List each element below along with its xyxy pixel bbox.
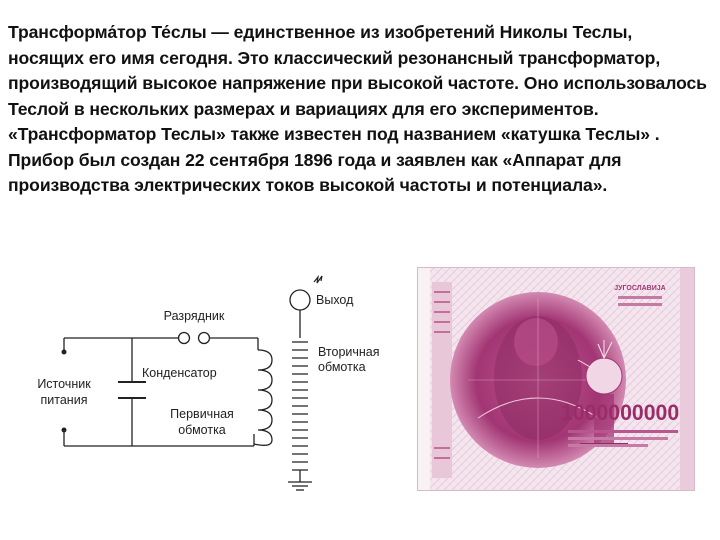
banknote-right-border xyxy=(680,268,694,490)
ground-symbol xyxy=(288,481,312,491)
banknote-denomination: 10000000000 xyxy=(561,400,691,425)
label-output: Выход xyxy=(316,293,354,307)
banknote-portrait xyxy=(450,292,626,468)
circuit-wires xyxy=(64,337,259,447)
banknote-fine-print xyxy=(568,430,678,447)
label-primary-line2: обмотка xyxy=(178,423,226,437)
label-spark-gap: Разрядник xyxy=(164,309,225,323)
svg-text:ЈУГОСЛАВИЈА: ЈУГОСЛАВИЈА xyxy=(614,285,665,292)
power-source-terminals xyxy=(61,338,67,446)
description-paragraph: Трансформа́тор Те́слы — единственное из … xyxy=(8,22,707,195)
primary-coil-symbol xyxy=(253,349,273,446)
secondary-coil-symbol xyxy=(292,310,308,482)
label-source-line2: питания xyxy=(41,393,88,407)
label-source-line1: Источник xyxy=(37,377,91,391)
label-capacitor: Конденсатор xyxy=(142,366,217,380)
output-terminal-symbol xyxy=(289,274,323,311)
capacitor-symbol xyxy=(118,381,146,399)
banknote-bank-name: ЈУГОСЛАВИЈА xyxy=(614,285,666,306)
banknote-image: ЈУГОСЛАВИЈА 10000000000 xyxy=(418,268,694,490)
banknote-left-ornament xyxy=(432,282,452,478)
spark-gap-symbol xyxy=(177,331,211,345)
label-secondary-line1: Вторичная xyxy=(318,345,380,359)
tesla-coil-circuit-diagram: Источник питания Разрядник Конденсатор П… xyxy=(24,270,384,510)
label-secondary-line2: обмотка xyxy=(318,360,366,374)
label-primary-line1: Первичная xyxy=(170,407,234,421)
banknote-edge-strip xyxy=(418,268,430,490)
